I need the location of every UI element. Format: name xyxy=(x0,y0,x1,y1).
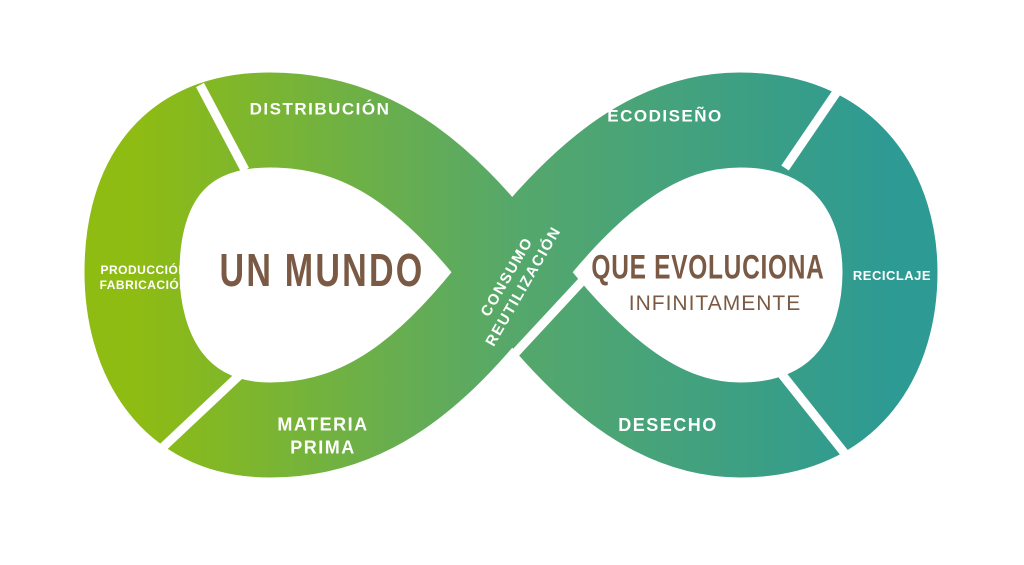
label-produccion: PRODUCCIÓN xyxy=(100,263,188,277)
label-ecodiseno: ECODISEÑO xyxy=(607,106,723,126)
label-distribucion: DISTRIBUCIÓN xyxy=(249,99,391,119)
label-materia: MATERIA xyxy=(277,414,369,435)
segment-gaps xyxy=(156,77,854,463)
title-left: UN MUNDO xyxy=(219,244,425,296)
label-prima: PRIMA xyxy=(290,437,356,457)
label-reciclaje: RECICLAJE xyxy=(852,267,932,283)
title-right: QUE EVOLUCIONA xyxy=(591,248,825,287)
subtitle-right: INFINITAMENTE xyxy=(628,292,802,315)
label-fabricacion: FABRICACIÓN xyxy=(99,278,189,292)
label-desecho: DESECHO xyxy=(618,414,718,435)
